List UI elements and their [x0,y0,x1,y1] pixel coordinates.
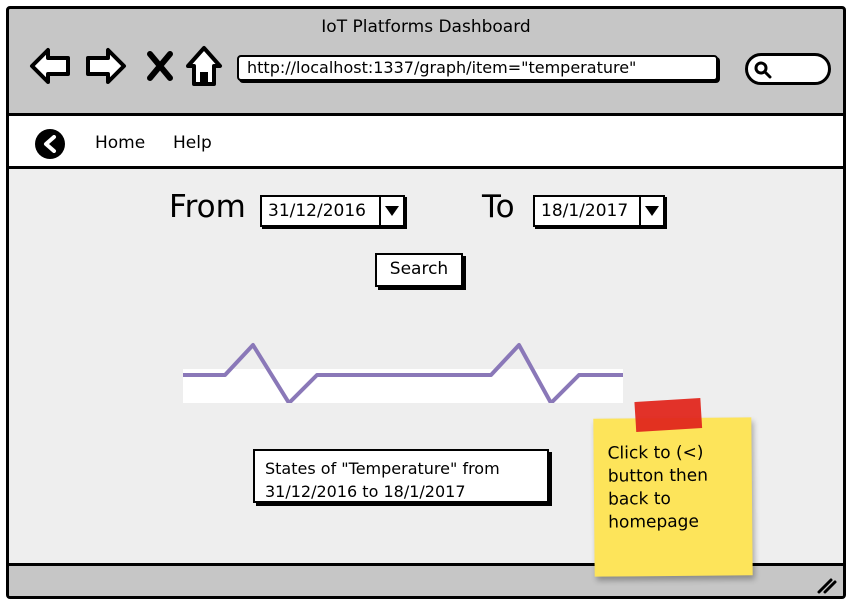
sticky-note-text: Click to (<) button then back to homepag… [608,441,739,534]
home-icon[interactable] [181,43,227,89]
menu-bar: Home Help [9,113,843,169]
window-title: IoT Platforms Dashboard [321,17,531,37]
sticky-tape [634,398,703,433]
close-icon[interactable] [137,43,183,89]
menu-item-home[interactable]: Home [95,133,146,153]
title-bar: IoT Platforms Dashboard http://localhost… [9,9,843,113]
back-button[interactable] [35,129,65,159]
line-graph [183,343,623,403]
note-line: button then [607,465,709,487]
search-button[interactable]: Search [375,253,463,287]
chevron-left-icon [44,135,56,153]
note-line: back to [607,489,671,510]
to-date-select[interactable]: 18/1/2017 [533,195,665,227]
note-line: Click to (<) [607,442,704,464]
search-icon [754,61,772,79]
sticky-note: Click to (<) button then back to homepag… [593,398,753,577]
from-label: From [169,189,246,225]
browser-window: IoT Platforms Dashboard http://localhost… [6,6,846,599]
caption-line-1: States of "Temperature" from [265,459,500,478]
from-date-value: 31/12/2016 [268,201,366,221]
forward-arrow-icon[interactable] [83,43,129,89]
to-label: To [482,189,515,225]
dropdown-arrow-icon[interactable] [379,197,403,225]
menu-item-help[interactable]: Help [173,133,212,153]
back-arrow-icon[interactable] [27,43,73,89]
url-input[interactable]: http://localhost:1337/graph/item="temper… [237,55,718,81]
from-date-select[interactable]: 31/12/2016 [260,195,405,227]
resize-grip-icon[interactable] [813,570,839,596]
caption-line-2: 31/12/2016 to 18/1/2017 [265,482,466,501]
dropdown-arrow-icon[interactable] [639,197,663,225]
note-line: homepage [608,511,699,533]
browser-search-field[interactable] [745,53,831,85]
to-date-value: 18/1/2017 [541,201,629,221]
graph-caption: States of "Temperature" from 31/12/2016 … [253,449,549,503]
graph-line [183,343,623,403]
